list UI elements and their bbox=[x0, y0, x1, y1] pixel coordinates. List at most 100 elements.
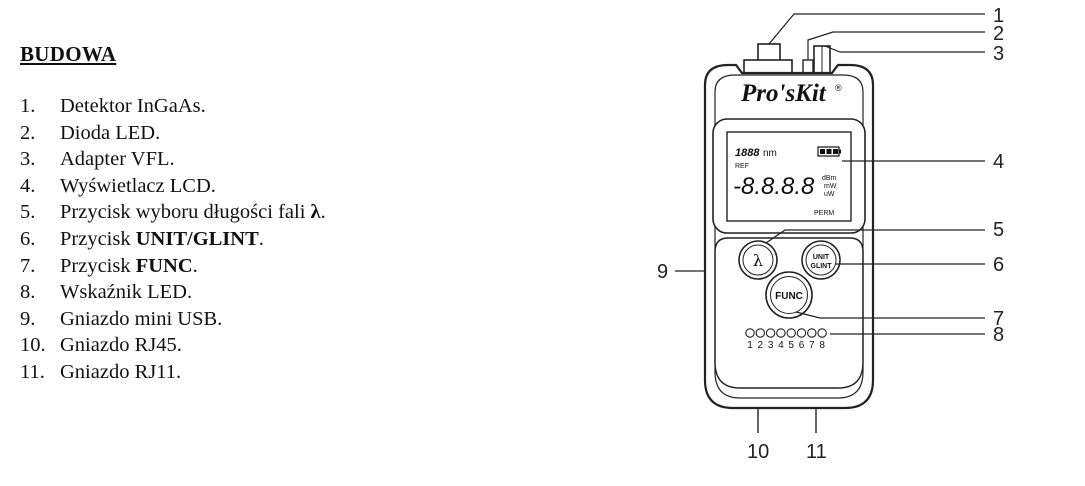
led-number: 7 bbox=[809, 340, 815, 351]
lcd-unit-dbm: dBm bbox=[822, 175, 837, 182]
part-text: . bbox=[192, 254, 198, 277]
wavelength-button-label: λ bbox=[753, 251, 763, 270]
part-text: Detektor InGaAs. bbox=[60, 95, 206, 117]
lcd-mode: PERM bbox=[814, 210, 834, 217]
lcd-unit-uw: uW bbox=[824, 191, 835, 198]
section-heading: BUDOWA bbox=[20, 42, 117, 66]
part-text: . bbox=[258, 227, 264, 250]
battery-icon-tip bbox=[839, 149, 841, 154]
part-item: 4. Wyświetlacz LCD. bbox=[20, 173, 326, 200]
part-text: Gniazdo RJ11. bbox=[60, 360, 182, 383]
part-item: 10. Gniazdo RJ45. bbox=[20, 332, 326, 359]
led-diode bbox=[802, 59, 814, 74]
callout-8: 8 bbox=[993, 324, 1004, 346]
part-item: 3. Adapter VFL. bbox=[20, 146, 326, 173]
callout-3: 3 bbox=[993, 43, 1004, 65]
parts-list: 1. Detektor InGaAs. 2. Dioda LED. 3. Adapter … bbox=[20, 93, 326, 386]
part-number: 8. bbox=[20, 281, 36, 304]
part-number: 9. bbox=[20, 307, 36, 330]
part-text: λ bbox=[310, 201, 321, 224]
led-number: 8 bbox=[819, 340, 825, 351]
part-text: Adapter VFL. bbox=[60, 148, 175, 171]
part-number: 2. bbox=[20, 121, 36, 144]
part-number: 4. bbox=[20, 174, 36, 197]
part-number: 7. bbox=[20, 254, 36, 277]
brand-logo: Pro'sKit bbox=[740, 80, 827, 107]
led-indicator bbox=[807, 328, 817, 338]
leader-line-3 bbox=[824, 45, 985, 53]
battery-icon-bar bbox=[820, 149, 825, 154]
func-button[interactable]: FUNC bbox=[765, 271, 813, 319]
led-indicator bbox=[776, 328, 786, 338]
part-number: 1. bbox=[20, 95, 36, 117]
unit-glint-button[interactable]: UNIT GLINT bbox=[801, 240, 841, 280]
battery-icon-bar bbox=[833, 149, 838, 154]
leader-line-2 bbox=[807, 31, 985, 60]
led-number: 1 bbox=[747, 340, 753, 351]
part-number: 11. bbox=[20, 360, 45, 383]
lcd-ref-label: REF bbox=[735, 163, 749, 170]
wavelength-button[interactable]: λ bbox=[738, 240, 778, 280]
part-number: 10. bbox=[20, 334, 46, 357]
part-number: 3. bbox=[20, 148, 36, 171]
led-indicator bbox=[745, 328, 755, 338]
part-number: 5. bbox=[20, 201, 36, 224]
part-text: Przycisk wyboru długości fali bbox=[60, 201, 311, 224]
part-text: Wskaźnik LED. bbox=[60, 281, 193, 304]
part-text: Wyświetlacz LCD. bbox=[60, 174, 216, 197]
keypad-panel bbox=[714, 237, 864, 389]
part-text: Przycisk bbox=[60, 227, 136, 250]
func-button-label: FUNC bbox=[775, 291, 803, 302]
part-text: UNIT/GLINT bbox=[135, 227, 259, 250]
lcd-wavelength-unit: nm bbox=[763, 148, 777, 159]
part-text: FUNC bbox=[135, 254, 193, 277]
brand-registered-mark: ® bbox=[835, 83, 842, 93]
led-number: 4 bbox=[778, 340, 784, 351]
leader-lines bbox=[675, 13, 985, 335]
part-item: 7. Przycisk FUNC. bbox=[20, 253, 326, 280]
led-indicator bbox=[755, 328, 766, 338]
leader-line-1 bbox=[768, 13, 985, 45]
led-number: 3 bbox=[768, 340, 774, 351]
callout-4: 4 bbox=[993, 151, 1004, 173]
unit-button-label: UNIT bbox=[813, 254, 830, 261]
part-item: 9. Gniazdo mini USB. bbox=[20, 306, 326, 333]
callout-6: 6 bbox=[993, 254, 1004, 276]
part-item: 2. Dioda LED. bbox=[20, 120, 326, 147]
callout-11: 11 bbox=[806, 441, 827, 463]
lcd-main-value: -8.8.8.8 bbox=[733, 173, 815, 200]
callout-10: 10 bbox=[747, 441, 769, 463]
part-number: 6. bbox=[20, 227, 36, 250]
lcd-wavelength: 1888 bbox=[735, 147, 760, 159]
device-body-inner bbox=[714, 74, 864, 399]
callout-7: 7 bbox=[993, 308, 1004, 330]
led-indicator bbox=[817, 328, 827, 338]
callout-2: 2 bbox=[993, 23, 1004, 45]
part-text: Gniazdo mini USB. bbox=[60, 307, 223, 330]
callout-5: 5 bbox=[993, 219, 1004, 241]
part-item: 5. Przycisk wyboru długości fali λ. bbox=[20, 199, 326, 226]
part-text: Przycisk bbox=[60, 254, 136, 277]
part-text: . bbox=[320, 201, 326, 224]
leader-line-5 bbox=[765, 229, 985, 244]
part-item: 8. Wskaźnik LED. bbox=[20, 279, 326, 306]
callout-1: 1 bbox=[993, 5, 1004, 27]
part-item: 11. Gniazdo RJ11. bbox=[20, 359, 326, 386]
led-number: 5 bbox=[788, 340, 794, 351]
led-number: 2 bbox=[758, 340, 764, 351]
leader-line-7 bbox=[795, 311, 985, 319]
lcd-unit-mw: mW bbox=[824, 183, 837, 190]
part-item: 1. Detektor InGaAs. bbox=[20, 93, 326, 120]
led-indicator bbox=[786, 328, 796, 338]
part-text: Gniazdo RJ45. bbox=[60, 334, 182, 357]
part-item: 6. Przycisk UNIT/GLINT. bbox=[20, 226, 326, 253]
part-text: Dioda LED. bbox=[60, 121, 161, 144]
glint-button-label: GLINT bbox=[811, 263, 833, 270]
led-indicator bbox=[765, 328, 776, 338]
device-body bbox=[703, 63, 875, 410]
battery-icon-bar bbox=[826, 149, 832, 154]
led-indicator bbox=[796, 328, 807, 338]
callout-9: 9 bbox=[657, 261, 668, 283]
